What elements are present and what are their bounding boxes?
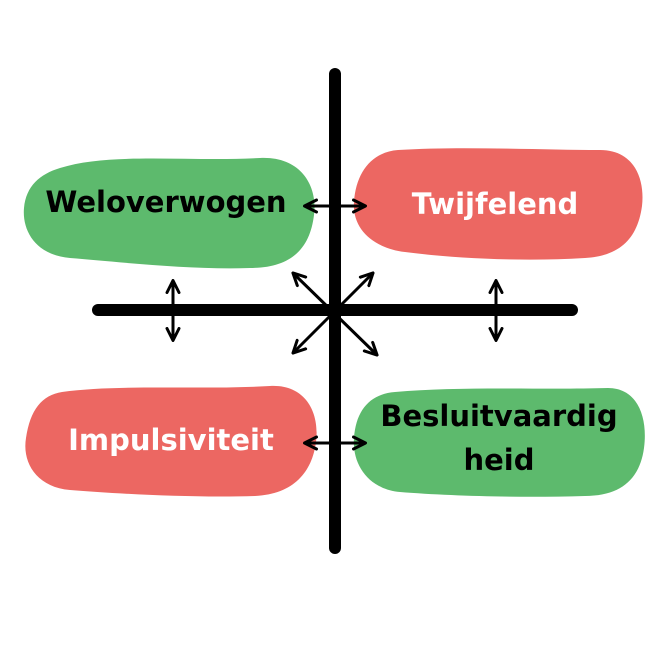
blob-bottom-left: [25, 385, 317, 497]
label-twijfelend: Twijfelend: [412, 187, 579, 221]
label-impulsiviteit: Impulsiviteit: [68, 423, 274, 457]
label-besluitvaardigheid-line1: Besluitvaardig: [380, 399, 617, 433]
label-weloverwogen: Weloverwogen: [45, 185, 286, 219]
arrow-diagonal-up: [291, 271, 375, 355]
blob-bottom-right: [353, 388, 645, 497]
blob-top-right: [353, 148, 643, 260]
blob-top-left: [23, 157, 315, 269]
label-besluitvaardigheid-line2: heid: [463, 443, 534, 477]
